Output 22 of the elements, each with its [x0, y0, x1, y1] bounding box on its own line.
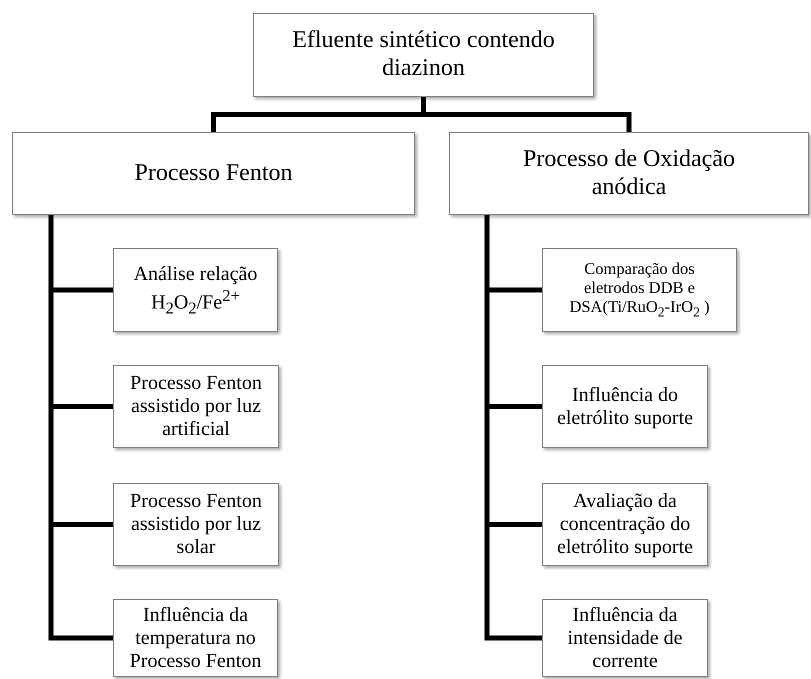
step-box [542, 483, 708, 566]
box-label: Influência da intensidade de corrente [566, 604, 684, 672]
box-label: Efluente sintético contendo diazinon [291, 27, 556, 83]
process-box [449, 132, 809, 215]
step-box [113, 599, 278, 677]
step-box [113, 248, 278, 332]
step-box [542, 248, 737, 332]
box-label: Processo Fenton assistido por luz solar [129, 490, 263, 559]
step-box [542, 365, 708, 448]
box-label: Processo Fenton assistido por luz artificial [129, 372, 263, 441]
box-label: Influência da temperatura no Processo Fenton [128, 604, 262, 672]
box-label: Influência do eletrólito suporte [556, 384, 694, 430]
root-box [253, 13, 594, 97]
step-box [113, 365, 279, 448]
box-label: Processo de Oxidação anódica [522, 146, 736, 202]
process-box [12, 132, 415, 215]
box-label: Avaliação da concentração do eletrólito suporte [556, 490, 694, 559]
step-box [542, 599, 708, 677]
box-label: Processo Fenton [134, 160, 292, 188]
step-box [113, 483, 279, 566]
box-label: Análise relação H$_{2}$O$_{2}$/Fe$^{2+}$ [132, 262, 258, 318]
box-label: Comparação dos eletrodos DDB e DSA(Ti/RuO$_{2}$-IrO$_{2}$ ) [568, 260, 711, 320]
